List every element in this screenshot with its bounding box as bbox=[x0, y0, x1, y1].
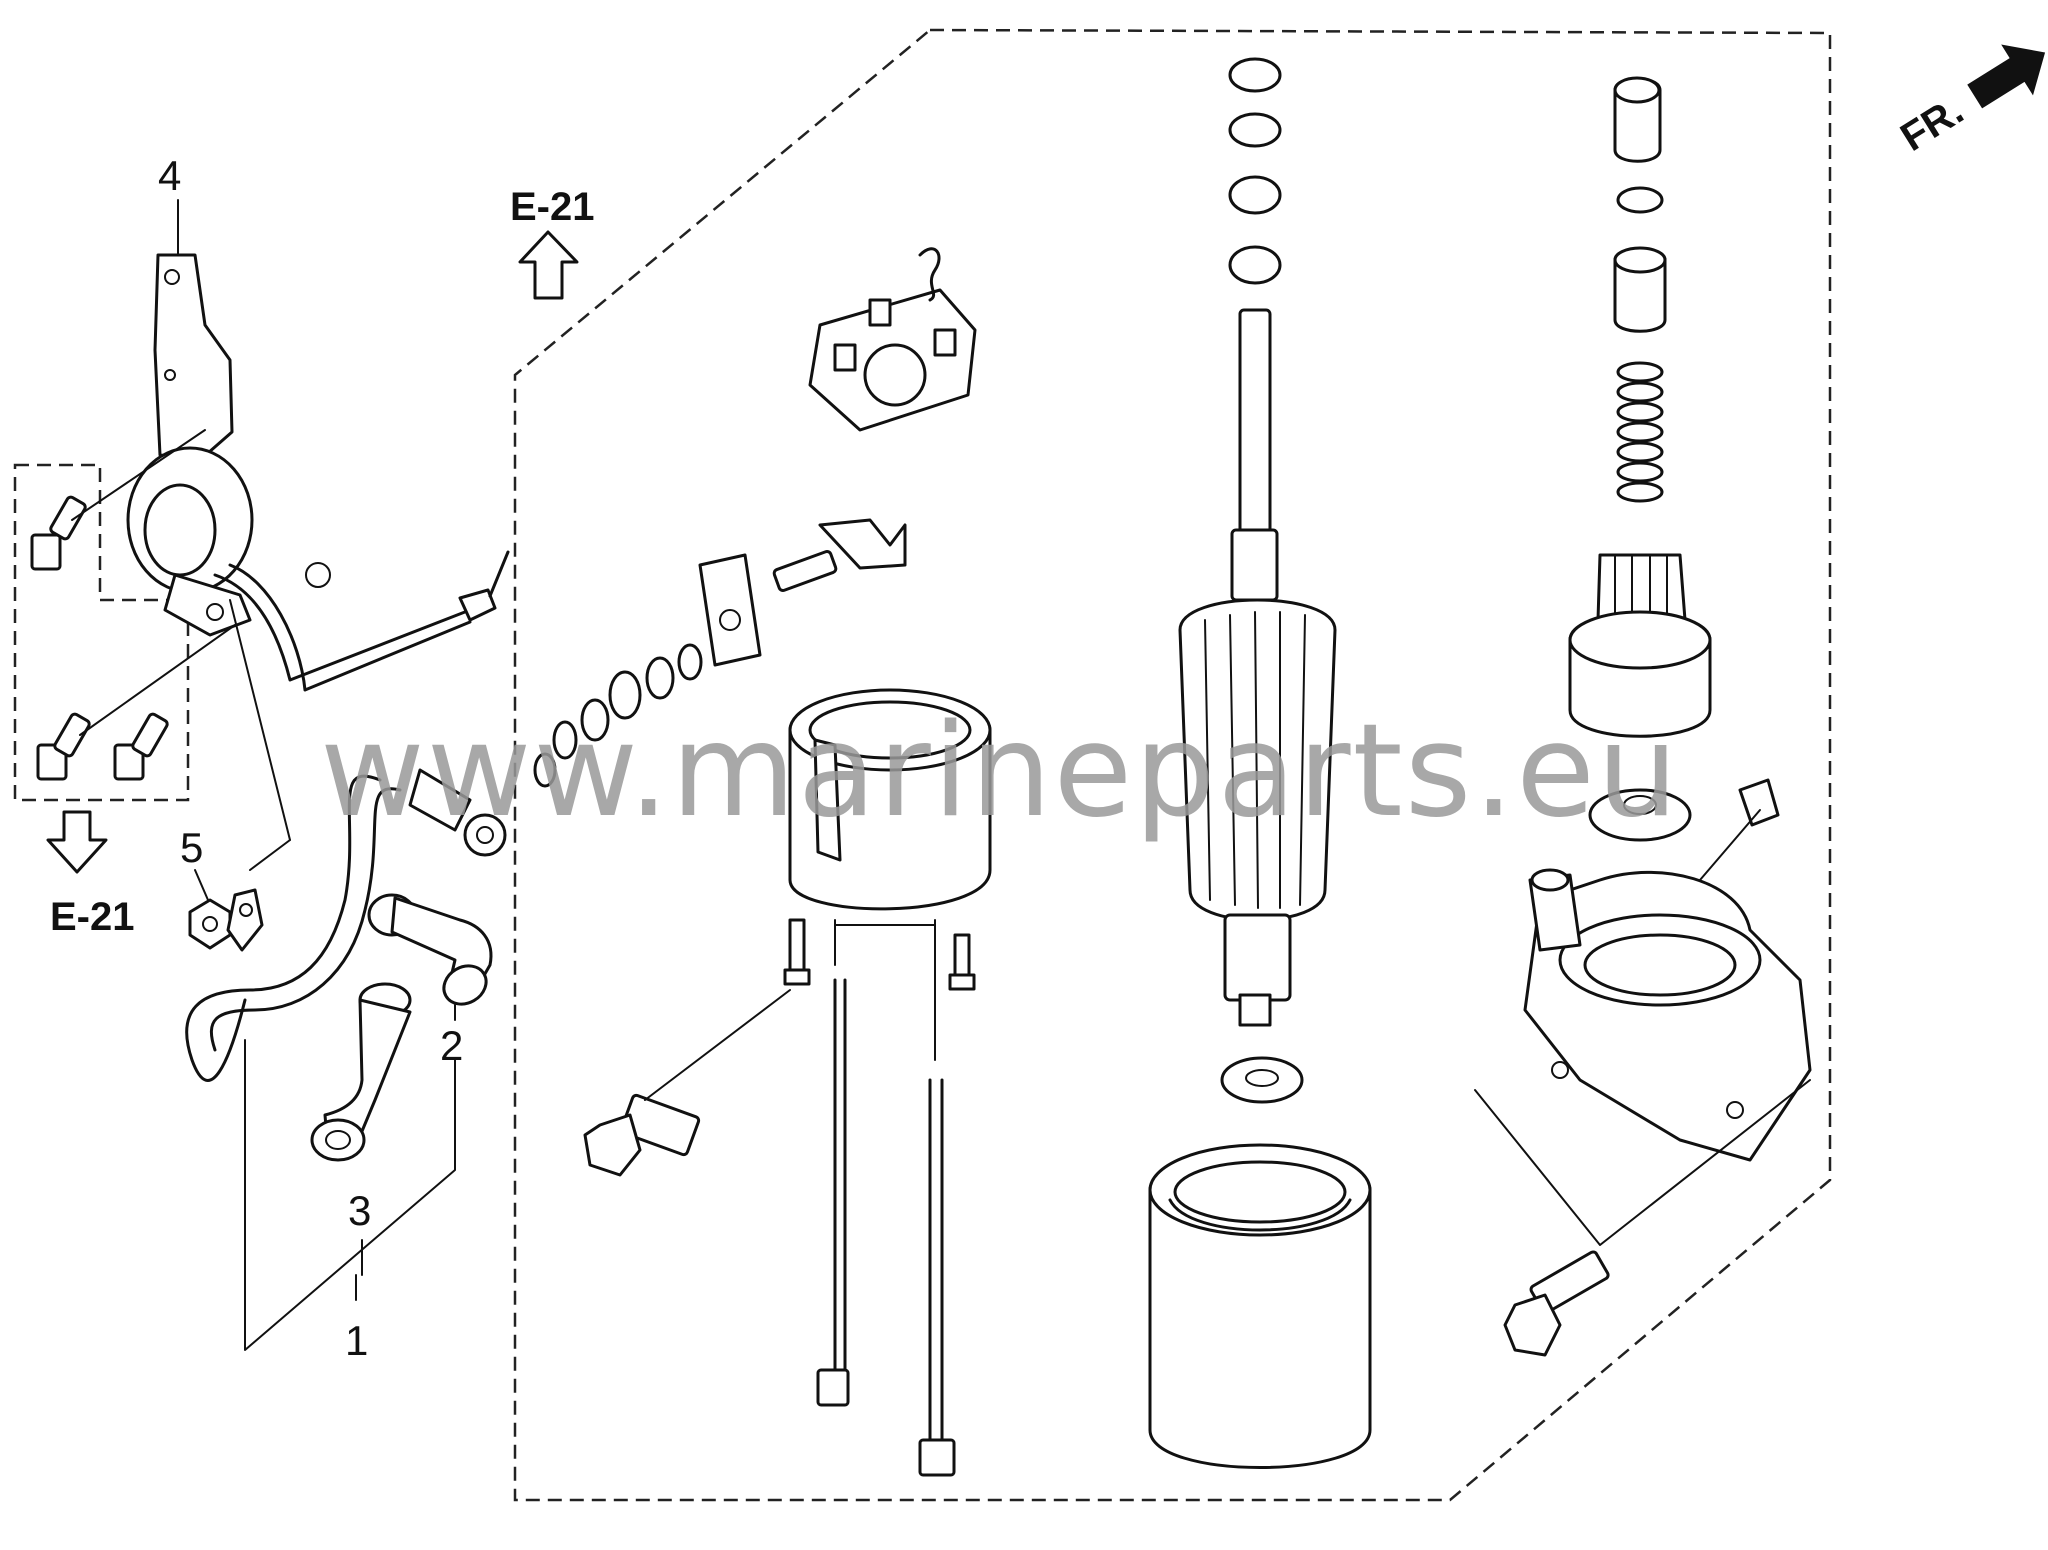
part-flange-bolt bbox=[583, 1093, 701, 1177]
part-terminal-bolt bbox=[772, 518, 907, 592]
part-bracket-bolt bbox=[1503, 1250, 1610, 1357]
part-bolt-left-1 bbox=[30, 495, 87, 571]
callout-3-label: 3 bbox=[348, 1187, 371, 1234]
part-pinion-stop-collar bbox=[1613, 76, 1662, 163]
part-pinion-gear bbox=[1568, 553, 1712, 738]
part-terminal-boot-3 bbox=[310, 982, 412, 1162]
part-insulator-plate bbox=[698, 553, 762, 667]
part-brush-holder bbox=[808, 247, 977, 432]
part-thrust-washer bbox=[1220, 1056, 1304, 1104]
part-through-bolt-2 bbox=[918, 1078, 956, 1477]
part-rear-cover bbox=[788, 688, 992, 911]
watermark-text: www.marineparts.eu bbox=[320, 697, 1680, 846]
part-solenoid-lead-wires bbox=[213, 550, 510, 692]
callout-5-label: 5 bbox=[180, 824, 203, 871]
part-screw-small-1 bbox=[783, 918, 811, 986]
part-pinion-spring bbox=[1616, 361, 1664, 503]
part-starter-cable bbox=[185, 768, 507, 1082]
part-screw-small-2 bbox=[948, 933, 976, 991]
callout-1-label: 1 bbox=[345, 1317, 368, 1364]
callout-1-bracket bbox=[244, 1039, 456, 1351]
ref-label-top: E-21 bbox=[510, 185, 595, 229]
part-washer-stack bbox=[533, 643, 703, 788]
callout-2-label: 2 bbox=[440, 1022, 463, 1069]
part-front-bracket bbox=[1523, 868, 1812, 1162]
part-bolt-left-2 bbox=[36, 712, 91, 781]
part-bolt-left-3 bbox=[113, 712, 169, 781]
part-nut bbox=[188, 898, 232, 950]
part-shim-stack bbox=[1228, 57, 1282, 285]
part-pinion-washer bbox=[1588, 788, 1692, 842]
part-dowel-pin bbox=[1738, 778, 1780, 827]
part-stop-ring bbox=[1613, 246, 1667, 333]
ref-arrow-up bbox=[518, 230, 579, 300]
callout-4-label: 4 bbox=[158, 152, 181, 199]
part-terminal-boot-2 bbox=[367, 893, 493, 1006]
part-cable-terminal bbox=[226, 888, 264, 952]
front-direction-arrow: FR. bbox=[1893, 44, 2046, 160]
part-through-bolt-1 bbox=[816, 978, 850, 1407]
starter-assembly-boundary bbox=[513, 28, 1832, 1502]
part-solenoid-bracket bbox=[126, 253, 254, 637]
front-direction-label: FR. bbox=[1893, 88, 1971, 159]
ref-arrow-down bbox=[46, 810, 108, 874]
part-armature bbox=[1178, 308, 1337, 1027]
ref-label-bottom: E-21 bbox=[50, 895, 135, 939]
part-snap-ring bbox=[1616, 186, 1664, 214]
part-yoke-housing bbox=[1148, 1143, 1372, 1469]
